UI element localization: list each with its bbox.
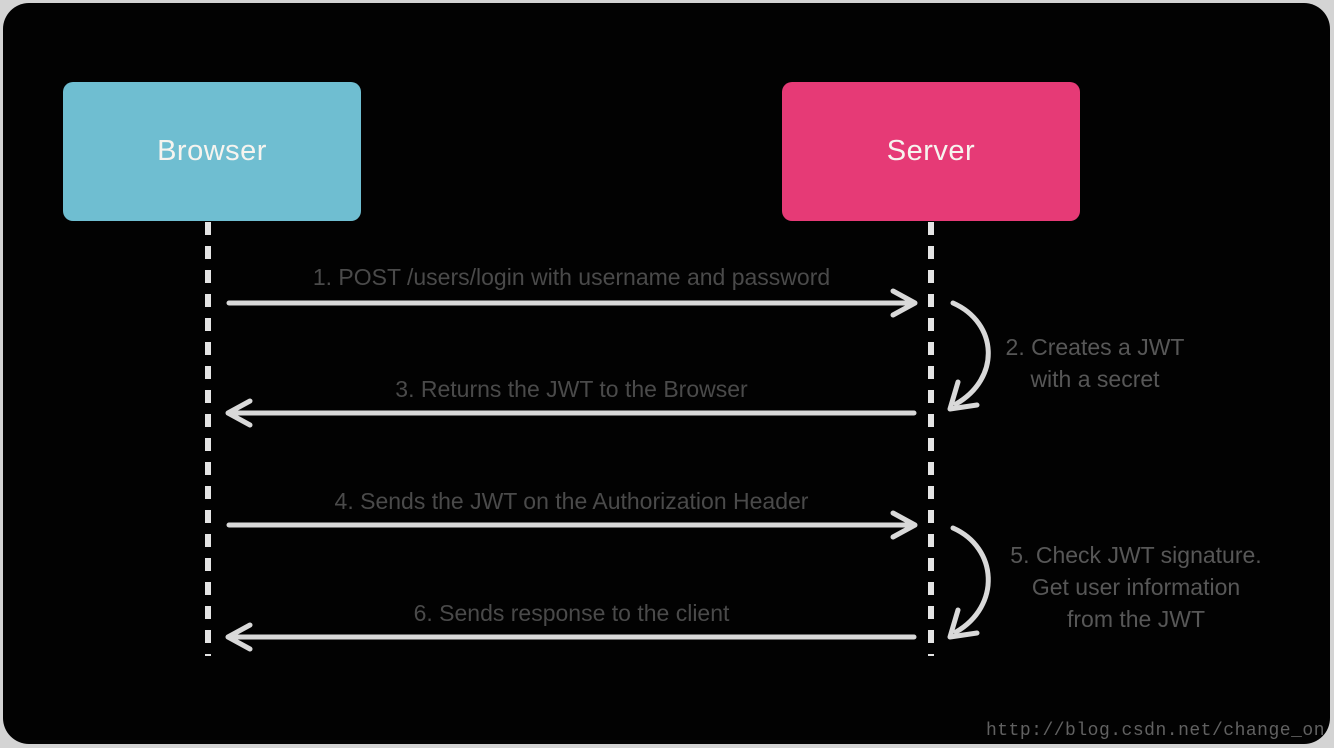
watermark-url: http://blog.csdn.net/change_on bbox=[985, 721, 1325, 741]
lifeline-server bbox=[928, 222, 934, 656]
message-label-1: 1. POST /users/login with username and p… bbox=[312, 264, 831, 290]
actor-label-server: Server bbox=[886, 135, 976, 167]
self-loop-arrow-2 bbox=[947, 300, 991, 412]
message-arrow-6-left bbox=[225, 622, 917, 652]
self-action-2-line-2: with a secret bbox=[1030, 366, 1160, 392]
message-label-6: 6. Sends response to the client bbox=[413, 600, 730, 626]
self-action-2-line-1: 2. Creates a JWT bbox=[1005, 334, 1185, 360]
actor-label-browser: Browser bbox=[157, 135, 267, 167]
actor-box-browser: Browser bbox=[63, 82, 361, 221]
message-label-3: 3. Returns the JWT to the Browser bbox=[395, 376, 748, 402]
self-action-label-5: 5. Check JWT signature. Get user informa… bbox=[1004, 539, 1268, 635]
message-label-4: 4. Sends the JWT on the Authorization He… bbox=[334, 488, 809, 514]
message-arrow-4-right bbox=[226, 510, 918, 540]
self-action-5-line-2: Get user information bbox=[1031, 574, 1241, 600]
message-arrow-3-left bbox=[225, 398, 917, 428]
lifeline-browser bbox=[205, 222, 211, 656]
actor-box-server: Server bbox=[782, 82, 1080, 221]
self-action-label-2: 2. Creates a JWT with a secret bbox=[990, 331, 1200, 395]
self-loop-arrow-5 bbox=[947, 525, 991, 640]
message-arrow-1-right bbox=[226, 288, 918, 318]
self-action-5-line-1: 5. Check JWT signature. bbox=[1010, 542, 1262, 568]
self-action-5-line-3: from the JWT bbox=[1066, 606, 1205, 632]
